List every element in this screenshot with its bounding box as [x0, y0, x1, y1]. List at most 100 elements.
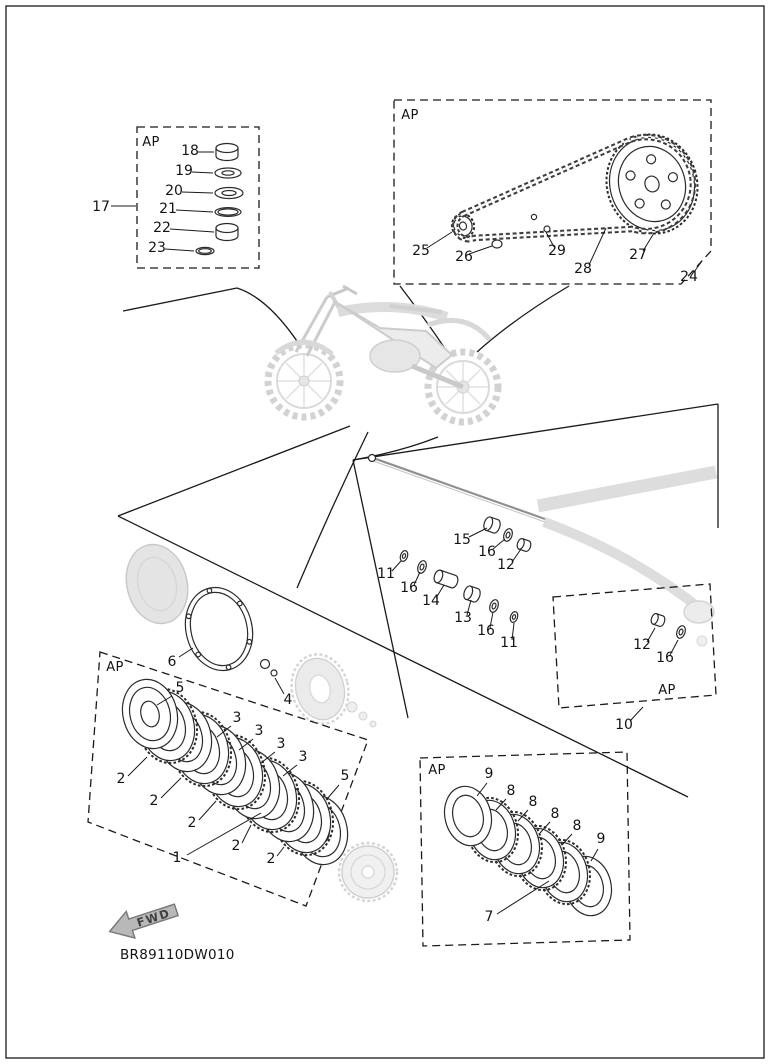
callout-14: 14: [422, 593, 440, 609]
callout-9: 9: [485, 766, 494, 782]
ap-label: AP: [658, 683, 676, 698]
callout-17: 17: [92, 199, 110, 215]
part-collar-18: [215, 142, 239, 162]
callout-1: 1: [173, 850, 182, 866]
callout-9b: 9: [597, 831, 606, 847]
fwd-label: FWD: [135, 906, 172, 930]
swingarm-arm2-ghost: [542, 517, 708, 616]
callout-25: 25: [412, 243, 430, 259]
part-washer-16d: [674, 623, 688, 641]
callout-5b: 5: [341, 768, 350, 784]
callout-11: 11: [377, 566, 395, 582]
ap-label: AP: [428, 763, 446, 778]
callout-12b: 12: [633, 637, 651, 653]
ap-box-spacers: [136, 126, 260, 269]
callout-3d: 3: [299, 749, 308, 765]
callout-23: 23: [148, 240, 166, 256]
part-bushing-12: [515, 537, 533, 553]
callout-8b: 8: [529, 794, 538, 810]
part-washer-16b: [415, 558, 429, 576]
group-drive-chain: AP 25 26: [393, 99, 712, 285]
primary-gear-ghost: [337, 841, 399, 903]
callout-20: 20: [165, 183, 183, 199]
callout-11b: 11: [500, 635, 518, 651]
page-border: [5, 5, 765, 1059]
group-clutch-plates: AP 5 3 3 3 3 5 2 2 2 2 2 1: [87, 651, 369, 907]
callout-29: 29: [548, 243, 566, 259]
swingarm-arm-ghost: [536, 465, 718, 513]
group-swingarm-pivot: AP 15 16 12 11 16 14 13 16 11 12 16 1: [367, 453, 718, 733]
pivot-shaft: [372, 456, 546, 521]
callout-7: 7: [485, 909, 494, 925]
callout-2d: 2: [232, 838, 241, 854]
part-bolt-11: [398, 549, 410, 563]
part-collar-22: [215, 222, 239, 242]
rear-sprocket: [605, 133, 699, 235]
part-clip-29: [530, 213, 538, 221]
ap-box-swingarm: [552, 583, 717, 709]
callout-19: 19: [175, 163, 193, 179]
callout-27: 27: [629, 247, 647, 263]
callout-22: 22: [153, 220, 171, 236]
fwd-arrow: FWD: [108, 903, 179, 940]
callout-2e: 2: [267, 851, 276, 867]
callout-2c: 2: [188, 815, 197, 831]
part-spring-4: [259, 658, 271, 670]
fwd-arrow-shape: [108, 903, 179, 940]
part-bushing-12b: [649, 612, 667, 628]
ap-box-clutch: [87, 651, 369, 907]
connector-lines: [117, 285, 719, 798]
part-spacer-13: [461, 584, 483, 604]
callout-16b: 16: [400, 580, 418, 596]
callout-10: 10: [615, 717, 633, 733]
clutch-boss-ghost: [290, 653, 350, 725]
motorcycle-ghost: [264, 284, 502, 426]
callout-24: 24: [680, 269, 698, 285]
rear-fender-ghost: [427, 317, 492, 342]
callout-12: 12: [497, 557, 515, 573]
diagram-code: BR89110DW010: [120, 947, 235, 963]
callout-6: 6: [168, 654, 177, 670]
swingarm-ghost-line: [411, 363, 464, 390]
group-clutch-cover: 6 4: [125, 543, 399, 903]
callout-3: 3: [233, 710, 242, 726]
front-wheel-ghost: [264, 341, 344, 421]
callout-2: 2: [117, 771, 126, 787]
callout-8d: 8: [573, 818, 582, 834]
callout-16c: 16: [477, 623, 495, 639]
callout-18: 18: [181, 143, 199, 159]
part-collar-15: [481, 515, 503, 535]
part-washer-16c: [487, 597, 501, 615]
callout-26: 26: [455, 249, 473, 265]
callout-13: 13: [454, 610, 472, 626]
part-chain-joint-26: [491, 239, 503, 249]
callout-2b: 2: [150, 793, 159, 809]
clutch-cover-ghost: [125, 543, 189, 625]
callout-16: 16: [478, 544, 496, 560]
callout-5: 5: [176, 680, 185, 696]
callout-3b: 3: [255, 723, 264, 739]
part-washer-19: [214, 167, 242, 179]
ap-label: AP: [142, 135, 160, 150]
ap-label: AP: [106, 660, 124, 675]
callout-3c: 3: [277, 736, 286, 752]
ap-label: AP: [401, 108, 419, 123]
part-ring-20: [214, 186, 244, 200]
part-clip-29b: [543, 225, 551, 233]
part-collar-14: [431, 568, 461, 590]
part-shim-21: [214, 207, 242, 217]
ap-box-chain: [393, 99, 712, 285]
callout-8: 8: [507, 783, 516, 799]
part-oring-23: [195, 246, 215, 256]
rear-wheel-ghost: [424, 348, 502, 426]
callout-15: 15: [453, 532, 471, 548]
group-friction-plates: AP 9 8 8 8 8 9 7: [419, 751, 631, 947]
callout-4: 4: [284, 692, 293, 708]
callout-28: 28: [574, 261, 592, 277]
callout-16d: 16: [656, 650, 674, 666]
group-spacer-kit: AP 18 19 20 21 22 23 17: [92, 126, 260, 269]
engine-ghost: [369, 339, 421, 373]
callout-8c: 8: [551, 806, 560, 822]
